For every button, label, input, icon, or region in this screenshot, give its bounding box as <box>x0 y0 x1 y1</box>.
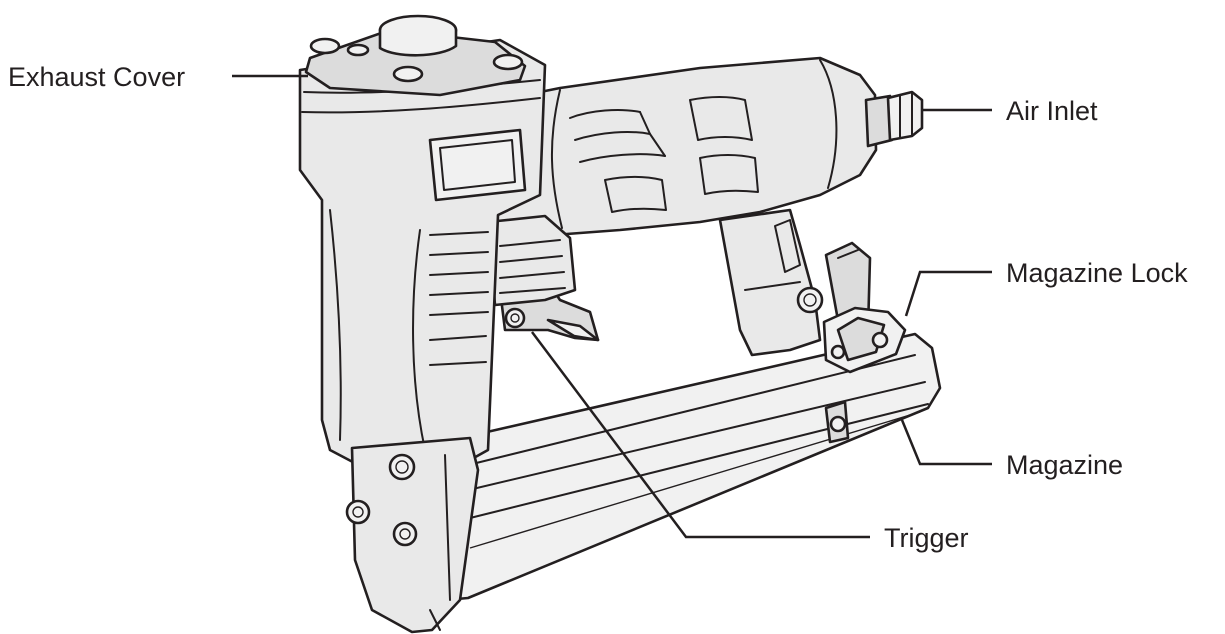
air-inlet-fitting <box>864 90 924 148</box>
stapler-illustration <box>298 14 942 634</box>
handle-body <box>473 56 878 238</box>
magazine-lock-lever <box>822 241 907 374</box>
label-trigger: Trigger <box>884 523 969 553</box>
front-grip <box>486 214 577 307</box>
nose-plate <box>345 436 480 634</box>
callout-leaders <box>232 74 992 539</box>
label-magazine-lock: Magazine Lock <box>1006 258 1188 288</box>
rear-grip <box>718 208 824 357</box>
label-air-inlet: Air Inlet <box>1006 96 1098 126</box>
magazine-rail <box>438 332 942 602</box>
exhaust-cover-part <box>304 14 527 97</box>
head-housing <box>298 38 547 472</box>
leader-magazine <box>900 419 992 466</box>
leader-trigger <box>531 331 870 539</box>
leader-magazine-lock <box>904 270 992 317</box>
label-exhaust-cover: Exhaust Cover <box>8 62 185 92</box>
callout-labels: Exhaust Cover Air Inlet Magazine Lock Ma… <box>8 62 1188 553</box>
label-magazine: Magazine <box>1006 450 1123 480</box>
